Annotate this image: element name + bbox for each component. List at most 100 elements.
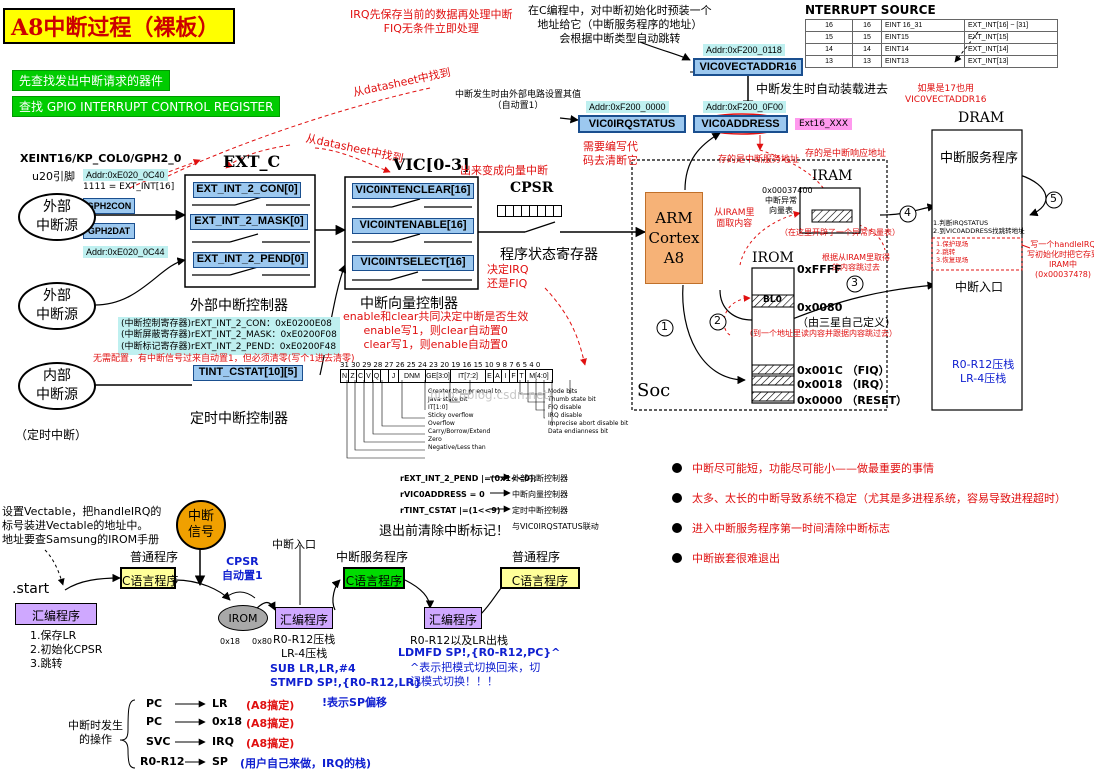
vic0intenable-register: VIC0INTENABLE[16]: [352, 218, 474, 234]
irom-001c: 0x001C （FIQ）: [797, 364, 890, 377]
ops-note-0: (A8搞定): [246, 699, 295, 712]
interrupt-source-cell: 13: [852, 55, 882, 68]
flow-asm-3-code: LDMFD SP!,{R0-R12,PC}^: [398, 646, 561, 659]
flow-asm-2-desc: R0-R12压栈 LR-4压栈: [273, 633, 336, 660]
ext16-xxx-tag: Ext16_XXX: [795, 118, 852, 130]
cpsr-bit: GE[3:0]: [425, 369, 451, 383]
irom-fiq: [751, 364, 795, 375]
dram-steps: 1.判断IRQSTATUS 2.到VIC0ADDRESS找跳转地址: [933, 219, 1025, 236]
bullet-text: 中断嵌套很难退出: [692, 552, 780, 565]
interrupt-source-cell: 13: [805, 55, 853, 68]
note-rom-jump: （到一个地址里读内容并跟据内容跳过去）: [745, 329, 897, 338]
note-no-config: 无需配置，有中断信号过来自动置1，但必须清零(写个1进去清零): [93, 354, 355, 364]
note-decide-irq: 决定IRQ 还是FIQ: [487, 263, 529, 290]
exit-code-list: rEXT_INT_2_PEND |=(0x1<<0); rVIC0ADDRESS…: [400, 474, 537, 515]
note-if-17: 如果是17也用 VIC0VECTADDR16: [905, 84, 987, 106]
flow-isr: 中断服务程序: [336, 550, 409, 564]
bullet-item: 中断尽可能短，功能尽可能小——做最重要的事情: [672, 460, 1066, 476]
bullet-dot-icon: [672, 463, 682, 473]
cpsr-caption: 程序状态寄存器: [500, 247, 598, 263]
interrupt-signal: 中断 信号: [176, 500, 226, 550]
note-c-init: 在C编程中，对中断初始化时预装一个 地址给它（中断服务程序的地址） 会根据中断类…: [528, 4, 712, 45]
internal-source: 内部 中断源: [18, 362, 96, 410]
irom-ffff: 0xFFFF: [797, 263, 842, 276]
note-enable-clear: enable和clear共同决定中断是否生效 enable写1，则clear自动…: [343, 310, 529, 351]
irom-bl0: [751, 294, 795, 308]
cpsr-cells: [497, 202, 562, 221]
note-from-iram-take: 根据从IRAM里取得 的内容跳过去: [822, 253, 890, 272]
ext-c-label: EXT_C: [223, 152, 281, 171]
dram-label: DRAM: [958, 110, 1005, 126]
interrupt-source-cell: EXT_INT[13]: [964, 55, 1058, 68]
note-iram-space: （在这里开辟了一个异常向量表）: [780, 228, 900, 237]
interrupt-source-cell: 14: [852, 43, 882, 56]
step-5: 5: [1050, 192, 1057, 205]
exit-code-desc: 外部中断控制器 中断向量控制器 定时中断控制器 与VIC0IRQSTATUS联动: [512, 474, 599, 531]
cpsr-legend-item: Java state bit: [428, 396, 468, 403]
irom-0080-desc: （由三星自己定义）: [797, 316, 896, 329]
flow-c-3: C语言程序: [500, 567, 580, 589]
note-find-gpio: 查找 GPIO INTERRUPT CONTROL REGISTER: [12, 96, 281, 117]
tint-cstat-register: TINT_CSTAT[10][5]: [193, 365, 303, 381]
interrupt-source-cell: 16: [852, 19, 882, 32]
vic0intselect-register: VIC0INTSELECT[16]: [352, 255, 474, 271]
interrupt-source-cell: 16: [805, 19, 853, 32]
flow-asm-2-code: SUB LR,LR,#4 STMFD SP!,{R0-R12,LR}: [270, 662, 422, 689]
flow-irom: IROM: [218, 605, 268, 631]
bullet-list: 中断尽可能短，功能尽可能小——做最重要的事情太多、太长的中断导致系统不稳定（尤其…: [672, 460, 1066, 566]
flow-cpsr-auto: CPSR 自动置1: [222, 555, 263, 582]
flow-entry: 中断入口: [272, 538, 316, 551]
note-exit-clear: 退出前清除中断标记！: [379, 524, 510, 539]
irom-0080: 0x0080: [797, 301, 843, 314]
cpsr-legend-item: Thumb state bit: [548, 396, 596, 403]
interrupt-source-cell: EINT13: [881, 55, 965, 68]
note-find-device: 先查找发出中断请求的器件: [12, 70, 171, 91]
flow-irom-x80: 0x80: [252, 637, 273, 646]
cpsr-legend-item: IT[1:0]: [428, 404, 448, 411]
gpio-addr-2: Addr:0xE020_0C44: [83, 246, 168, 258]
irqstatus-addr: Addr:0xF200_0000: [586, 101, 669, 113]
interrupt-source-cell: 15: [852, 31, 882, 44]
ops-title: 中断时发生 的操作: [68, 719, 123, 746]
timer-caption: 定时中断控制器: [190, 411, 288, 427]
flow-asm-2: 汇编程序: [275, 607, 333, 629]
gpio-u20: u20引脚: [32, 170, 75, 183]
step-4: 4: [904, 206, 911, 219]
dram-isr-frame: [931, 237, 1023, 271]
interrupt-source-cell: EXT_INT[16] ~ [31]: [964, 19, 1058, 32]
note-vic-out: 出来变成向量中断: [460, 164, 548, 177]
ops-note-1: (A8搞定): [246, 717, 295, 730]
flow-c-2: C语言程序: [343, 567, 405, 589]
ops-dst-3: SP: [212, 755, 228, 768]
vic-label: VIC[0-3]: [393, 155, 470, 174]
page-title: A8中断过程（裸板）: [3, 8, 235, 44]
watermark: http://blog.csdn.net/: [430, 388, 553, 402]
arm-cortex-a8: ARM Cortex A8: [645, 192, 703, 284]
ops-src-0: PC: [146, 697, 163, 710]
note-need-clear: 需要编写代 码去清断它: [583, 140, 638, 167]
external-source-2: 外部 中断源: [18, 282, 96, 330]
external-source-1: 外部 中断源: [18, 193, 96, 241]
ext-int-con-register: EXT_INT_2_CON[0]: [193, 182, 301, 198]
note-handleirq: 写一个handleIRQ 写初始化时把它存到 IRAM中 (0x000374?8…: [1027, 240, 1094, 279]
interrupt-source-cell: 14: [805, 43, 853, 56]
cpsr-legend-item: IRQ disable: [548, 412, 583, 419]
bullet-item: 进入中断服务程序第一时间清除中断标志: [672, 520, 1066, 536]
ops-src-1: PC: [146, 715, 163, 728]
flow-start: .start: [12, 581, 50, 597]
cpsr-legend-item: Negative/Less than: [428, 444, 486, 451]
flow-asm-2-code-note: !表示SP偏移: [322, 696, 388, 709]
ops-note-3: (用户自己来做，IRQ的栈): [240, 757, 371, 770]
cpsr-legend-item: Imprecise abort disable bit: [548, 420, 629, 427]
vic-caption: 中断向量控制器: [360, 296, 458, 312]
irom-bl0-label: BL0: [763, 295, 782, 305]
cpsr-legend-item: Zero: [428, 436, 442, 443]
bullet-item: 中断嵌套很难退出: [672, 550, 1066, 566]
cpsr-legend-item: FIQ disable: [548, 404, 582, 411]
flow-asm-1: 汇编程序: [15, 603, 97, 625]
bullet-text: 中断尽可能短，功能尽可能小——做最重要的事情: [692, 462, 934, 475]
step-1: 1: [661, 320, 668, 333]
